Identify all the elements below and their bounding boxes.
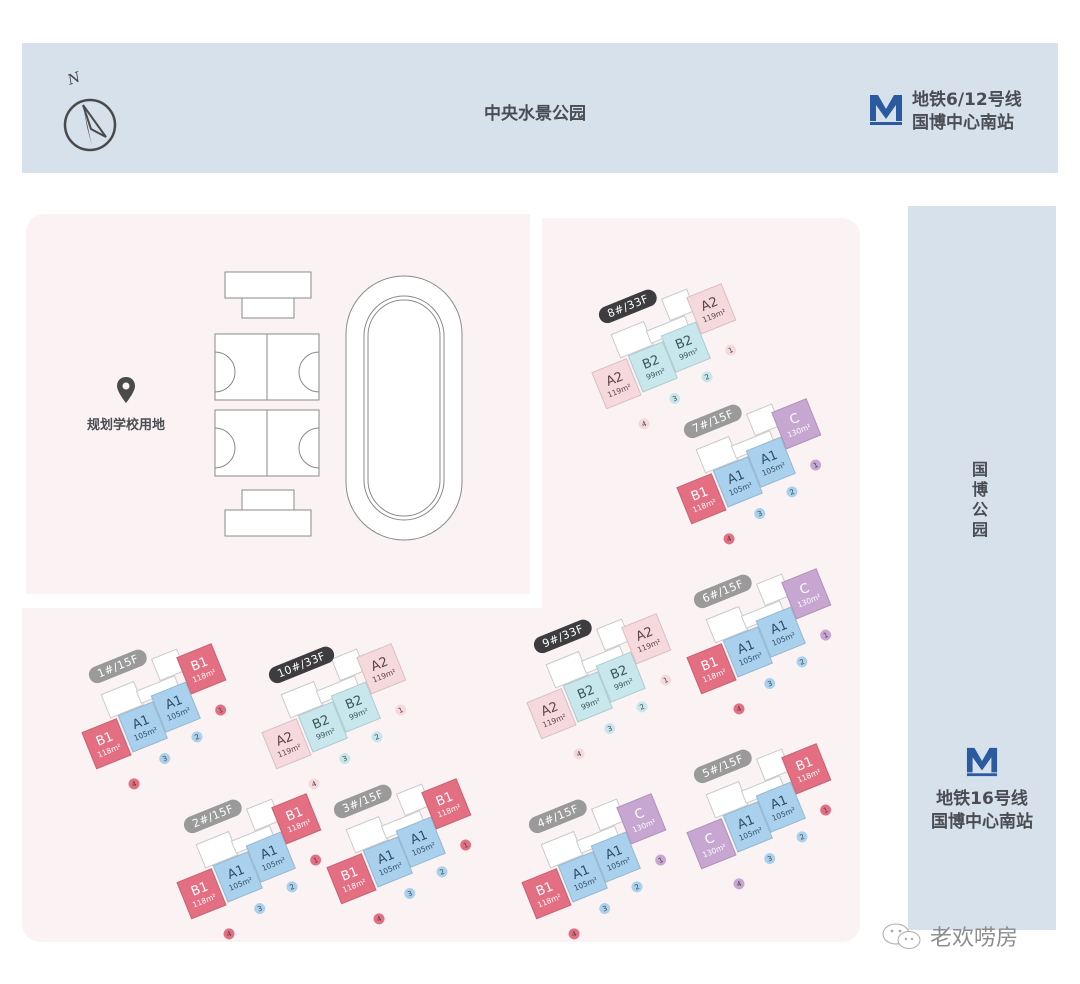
unit-number-dot: 4 bbox=[721, 531, 737, 547]
unit-number-dot: 3 bbox=[602, 721, 617, 736]
unit-number-dot: 1 bbox=[658, 672, 673, 688]
building-label: 3#/15F bbox=[331, 781, 395, 821]
metro-logo-icon bbox=[870, 95, 902, 125]
school-label: 规划学校用地 bbox=[86, 418, 165, 433]
unit-number-dot: 3 bbox=[337, 751, 352, 766]
metro-station-label: 国博中心南站 bbox=[912, 113, 1014, 133]
building-label: 2#/15F bbox=[181, 796, 245, 836]
unit-number-dot: 3 bbox=[402, 886, 417, 901]
unit-number-dot: 2 bbox=[794, 829, 810, 845]
unit-number-dot: 2 bbox=[189, 729, 205, 745]
building-label: 9#/33F bbox=[531, 616, 595, 656]
unit-number-dot: 4 bbox=[566, 926, 582, 942]
guobo-park-label: 国 博 公 园 bbox=[972, 460, 992, 540]
park-char: 国 bbox=[972, 460, 989, 479]
unit-area: 130m² bbox=[630, 816, 658, 835]
north-label: N bbox=[65, 69, 83, 89]
wechat-icon bbox=[882, 923, 921, 949]
building-label: 5#/15F bbox=[691, 746, 755, 786]
unit-number-dot: 3 bbox=[762, 676, 777, 691]
compass-icon bbox=[63, 98, 117, 152]
unit-number-dot: 4 bbox=[731, 701, 747, 717]
unit-number-dot: 2 bbox=[629, 879, 645, 895]
unit-number-dot: 3 bbox=[762, 851, 777, 866]
building-label: 8#/33F bbox=[596, 286, 660, 326]
unit-number-dot: 1 bbox=[458, 837, 473, 853]
unit-area: 130m² bbox=[785, 421, 813, 440]
unit-number-dot: 4 bbox=[221, 926, 237, 942]
central-water-park-band: N 中央水景公园 地铁6/12号线 国博中心南站 bbox=[22, 43, 1058, 173]
metro-line-label: 地铁16号线 bbox=[936, 789, 1028, 809]
central-water-park-label: 中央水景公园 bbox=[484, 104, 586, 124]
unit-number-dot: 2 bbox=[634, 699, 650, 715]
building-label: 4#/15F bbox=[526, 796, 590, 836]
unit-number-dot: 3 bbox=[597, 901, 612, 916]
unit-number-dot: 2 bbox=[369, 729, 385, 745]
metro-line-label: 地铁6/12号线 bbox=[912, 90, 1022, 110]
park-char: 园 bbox=[972, 520, 989, 539]
metro-16-station: 地铁16号线 国博中心南站 bbox=[908, 746, 1056, 834]
unit-number-dot: 3 bbox=[157, 751, 172, 766]
metro-logo-icon bbox=[966, 747, 998, 777]
unit-number-dot: 1 bbox=[213, 702, 228, 718]
school-marker: 规划学校用地 bbox=[78, 376, 174, 433]
unit-number-dot: 4 bbox=[731, 876, 747, 892]
building-label: 7#/15F bbox=[681, 401, 745, 441]
sports-field bbox=[214, 271, 463, 541]
building-label: 6#/15F bbox=[691, 571, 755, 611]
unit-number-dot: 1 bbox=[393, 702, 408, 718]
park-char: 博 bbox=[972, 480, 989, 499]
guobo-park-band: 国 博 公 园 地铁16号线 国博中心南站 bbox=[908, 206, 1056, 930]
watermark: 老欢唠房 bbox=[880, 920, 1018, 952]
unit-area: 130m² bbox=[795, 591, 823, 610]
unit-number-dot: 4 bbox=[571, 746, 587, 762]
unit-number-dot: 1 bbox=[818, 802, 833, 818]
unit-number-dot: 1 bbox=[808, 457, 823, 473]
unit-number-dot: 3 bbox=[252, 901, 267, 916]
unit-number-dot: 3 bbox=[752, 506, 767, 521]
unit-number-dot: 1 bbox=[723, 342, 738, 358]
unit-number-dot: 2 bbox=[784, 484, 800, 500]
building-label: 1#/15F bbox=[86, 646, 150, 686]
unit-number-dot: 2 bbox=[434, 864, 450, 880]
map-pin-icon bbox=[117, 377, 135, 403]
unit-number-dot: 4 bbox=[126, 776, 142, 792]
building-label: 10#/33F bbox=[266, 644, 337, 686]
unit-number-dot: 1 bbox=[818, 627, 833, 643]
metro-station-label: 国博中心南站 bbox=[931, 812, 1033, 832]
watermark-text: 老欢唠房 bbox=[930, 926, 1019, 951]
unit-number-dot: 4 bbox=[371, 911, 387, 927]
park-char: 公 bbox=[972, 500, 989, 519]
unit-area: 130m² bbox=[700, 841, 728, 860]
unit-number-dot: 2 bbox=[699, 369, 715, 385]
unit-number-dot: 2 bbox=[794, 654, 810, 670]
unit-number-dot: 2 bbox=[284, 879, 300, 895]
